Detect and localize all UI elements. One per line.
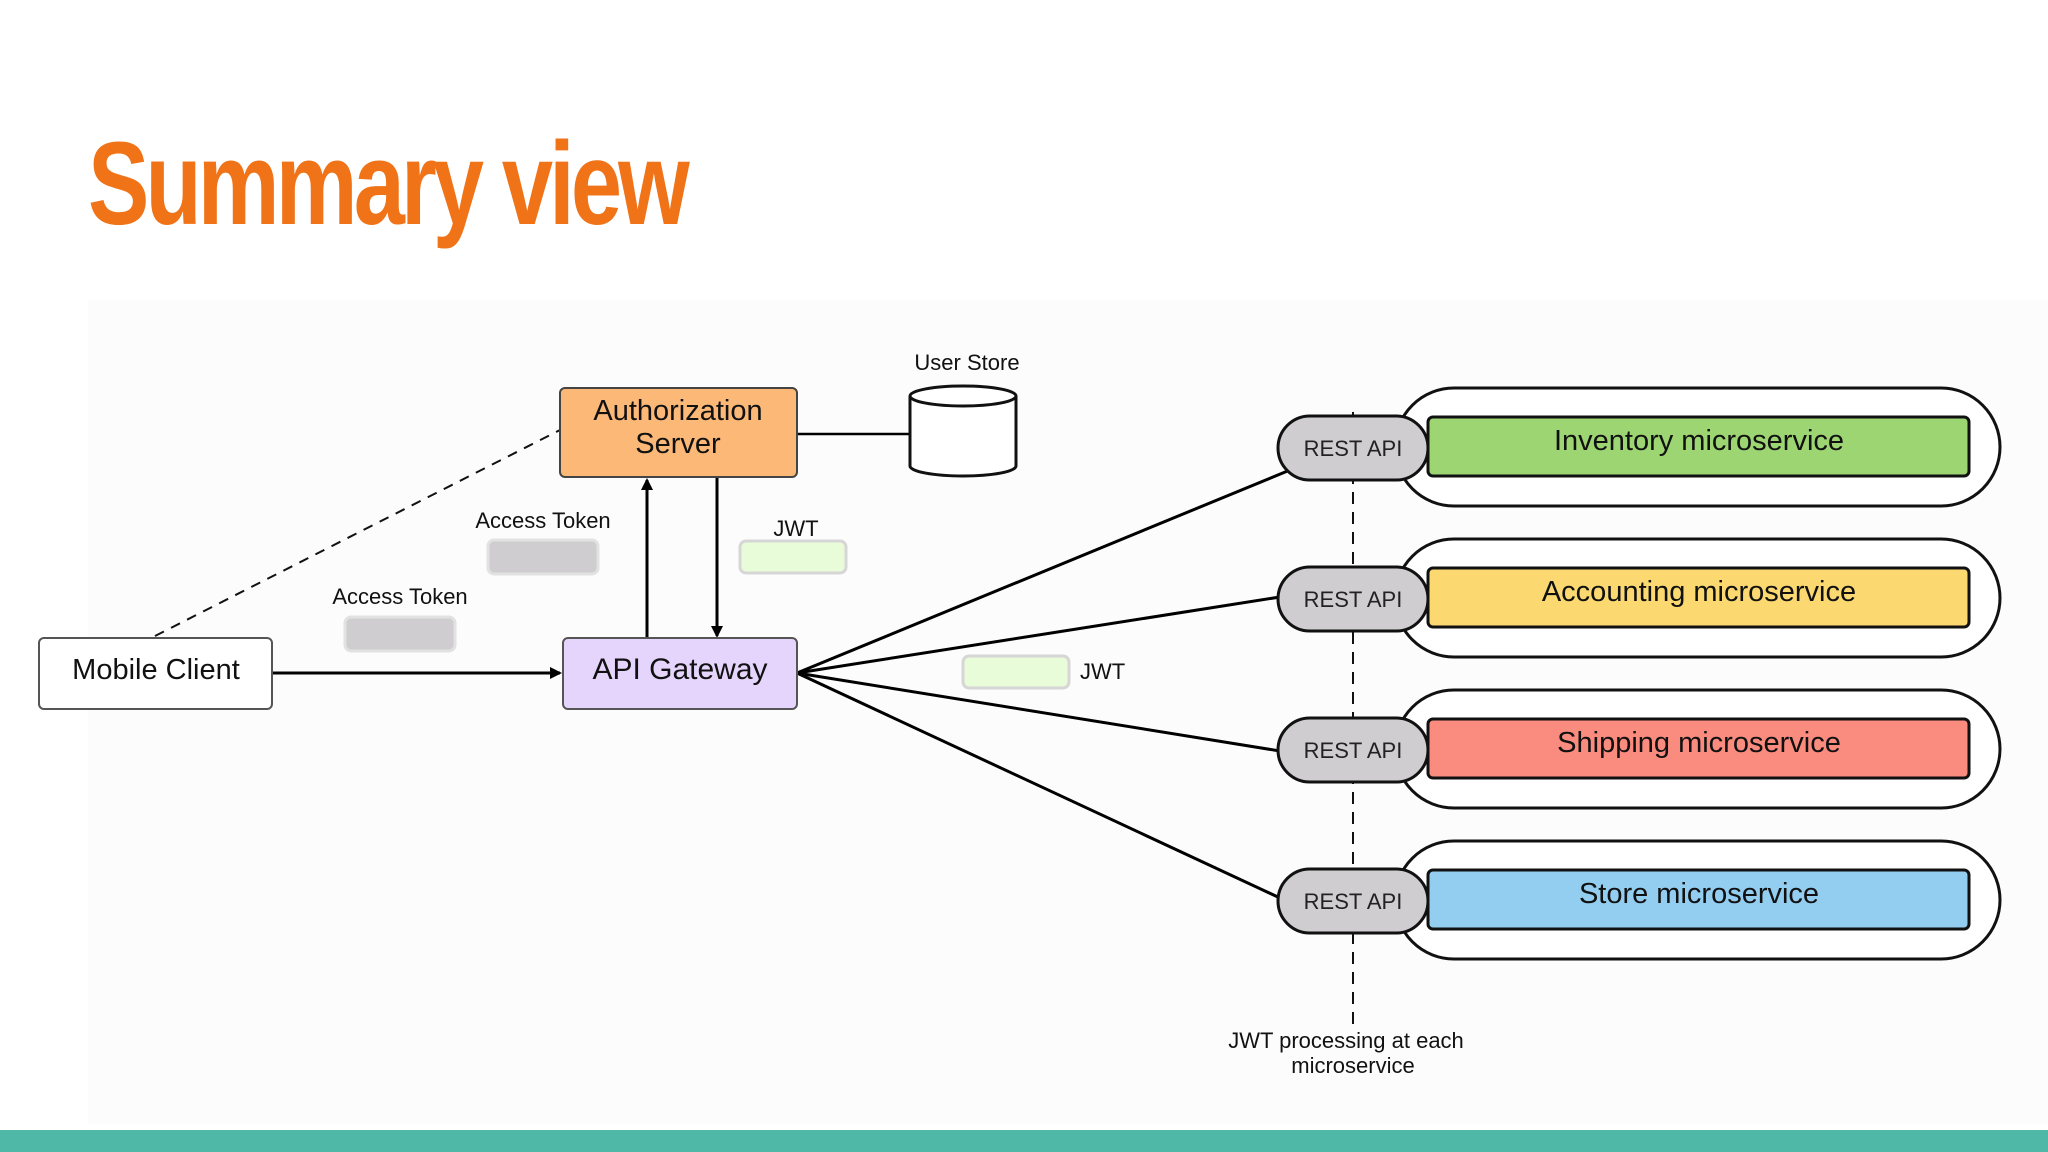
api-gateway-label: API Gateway bbox=[592, 653, 767, 686]
jwt-processing-label-line2: microservice bbox=[1291, 1053, 1414, 1078]
microservice-row: Shipping microservice REST API bbox=[1276, 688, 2002, 810]
jwt-processing-label-line1: JWT processing at each bbox=[1228, 1028, 1464, 1053]
jwt-label-middle: JWT bbox=[1080, 659, 1125, 684]
footer-bar bbox=[0, 1130, 2048, 1152]
connector-gateway-to-shipping bbox=[796, 671, 1281, 753]
microservice-label: Accounting microservice bbox=[1542, 576, 1856, 608]
microservice-label: Shipping microservice bbox=[1557, 727, 1841, 759]
microservice-label: Inventory microservice bbox=[1554, 425, 1844, 457]
access-token-chip-lower bbox=[343, 615, 457, 653]
jwt-chip-middle bbox=[961, 654, 1071, 690]
rest-api-pill bbox=[1276, 867, 1430, 935]
jwt-chip-upper bbox=[738, 539, 848, 575]
dashed-connector-client-auth bbox=[154, 429, 561, 637]
slide-title: Summary view bbox=[88, 118, 690, 250]
mobile-client-label: Mobile Client bbox=[72, 654, 240, 686]
user-store-node: User Store bbox=[908, 350, 1020, 478]
access-token-label-lower: Access Token bbox=[332, 584, 467, 609]
rest-api-pill bbox=[1276, 414, 1430, 482]
authorization-server-label-line1: Authorization bbox=[593, 395, 762, 427]
microservice-row: Accounting microservice REST API bbox=[1276, 537, 2002, 659]
microservice-label: Store microservice bbox=[1579, 878, 1819, 910]
access-token-label-upper: Access Token bbox=[475, 508, 610, 533]
rest-api-label: REST API bbox=[1304, 738, 1403, 763]
jwt-label-upper: JWT bbox=[773, 516, 818, 541]
mobile-client-node: Mobile Client bbox=[38, 637, 273, 710]
authorization-server-node: Authorization Server bbox=[559, 387, 798, 478]
rest-api-pill bbox=[1276, 716, 1430, 784]
rest-api-label: REST API bbox=[1304, 436, 1403, 461]
rest-api-label: REST API bbox=[1304, 587, 1403, 612]
connector-gateway-to-store bbox=[796, 671, 1281, 900]
connector-gateway-to-accounting bbox=[796, 595, 1281, 675]
microservice-row: Store microservice REST API bbox=[1276, 839, 2002, 961]
database-icon bbox=[908, 396, 1018, 478]
connector-gateway-to-inventory bbox=[796, 468, 1291, 675]
user-store-label: User Store bbox=[914, 350, 1019, 375]
api-gateway-node: API Gateway bbox=[562, 637, 798, 710]
access-token-chip-upper bbox=[486, 538, 600, 576]
rest-api-label: REST API bbox=[1304, 889, 1403, 914]
microservice-row: Inventory microservice REST API bbox=[1276, 386, 2002, 508]
rest-api-pill bbox=[1276, 565, 1430, 633]
authorization-server-label-line2: Server bbox=[635, 428, 721, 460]
